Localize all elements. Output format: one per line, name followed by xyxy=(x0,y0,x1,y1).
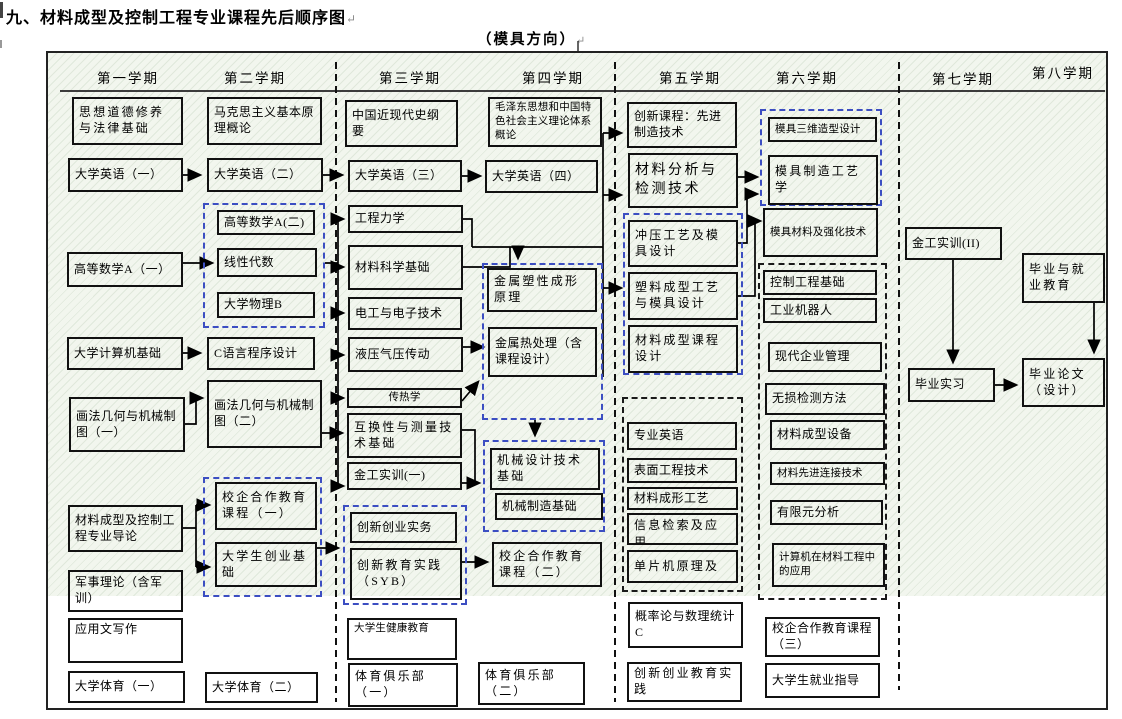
course-box: 材料成型设备 xyxy=(770,420,885,450)
paragraph-return-mark: ↵ xyxy=(346,12,358,26)
course-box: 专业英语 xyxy=(627,422,737,450)
course-box: 军事理论（含军训） xyxy=(68,570,183,612)
page-title: 九、材料成型及控制工程专业课程先后顺序图↵ xyxy=(6,10,358,27)
course-box: 材料分析与检测技术 xyxy=(628,153,738,208)
diagram-subtitle: （模具方向）↵ xyxy=(477,32,588,48)
course-box: 创新课程：先进制造技术 xyxy=(627,102,737,148)
course-box: 大学生创业基础 xyxy=(215,542,317,587)
course-box: 大学英语（二） xyxy=(207,158,323,192)
course-box: 应用文写作 xyxy=(68,618,183,663)
course-box: 大学英语（三） xyxy=(348,160,462,192)
course-box: 无损检测方法 xyxy=(765,383,885,415)
course-box: 信息检索及应用 xyxy=(627,513,738,545)
course-box: 金工实训(II) xyxy=(905,227,1002,260)
course-box: 模具制造工艺学 xyxy=(768,155,878,205)
course-box: 金工实训(一) xyxy=(347,462,462,490)
course-box: 大学体育（二） xyxy=(205,672,318,703)
course-box: 高等数学A(二) xyxy=(217,210,315,235)
semester-header: 第七学期 xyxy=(932,72,994,87)
course-box: 材料科学基础 xyxy=(348,245,463,290)
course-group-innovation xyxy=(343,505,467,605)
course-box: 材料成型及控制工程专业导论 xyxy=(68,505,183,552)
course-box: 校企合作教育课程（一） xyxy=(215,482,317,530)
course-box: 画法几何与机械制图（一） xyxy=(69,397,185,452)
course-group-math xyxy=(203,203,325,328)
course-group-electives-s5 xyxy=(622,397,743,592)
course-box: 单片机原理及 xyxy=(627,550,738,583)
course-box: 毛泽东思想和中国特色社会主义理论体系概论 xyxy=(488,97,602,147)
course-box: 毕业实习 xyxy=(908,368,995,402)
semester-header: 第八学期 xyxy=(1032,66,1094,81)
course-box: 创新创业实务 xyxy=(350,512,457,543)
course-box: 中国近现代史纲要 xyxy=(345,100,458,147)
course-box: 金属热处理（含课程设计） xyxy=(488,327,597,377)
course-box: 冲压工艺及模具设计 xyxy=(628,220,738,267)
course-box: 电工与电子技术 xyxy=(348,297,462,330)
course-box: 大学生健康教育 xyxy=(347,618,457,660)
course-box: 校企合作教育课程（二） xyxy=(492,542,602,587)
semester-header: 第一学期 xyxy=(97,71,159,86)
course-box: 大学英语（一） xyxy=(68,158,183,192)
course-box: 表面工程技术 xyxy=(627,458,737,483)
course-box: 大学体育（一） xyxy=(68,671,185,703)
course-box: 画法几何与机械制图（二） xyxy=(207,380,322,448)
course-box: 机械制造基础 xyxy=(495,493,603,520)
course-group-mechanical xyxy=(483,440,605,532)
course-box: 传热学 xyxy=(347,388,462,408)
course-box: 材料成形工艺 xyxy=(627,487,738,510)
course-box: 大学物理B xyxy=(217,292,315,318)
course-box: 塑料成型工艺与模具设计 xyxy=(628,272,738,320)
course-box: 马克思主义基本原理概论 xyxy=(207,97,322,145)
course-box: 体育俱乐部（二） xyxy=(478,662,585,705)
semester-header: 第三学期 xyxy=(379,71,441,86)
course-group-coop1 xyxy=(203,477,322,597)
course-box: 校企合作教育课程（三） xyxy=(765,617,880,657)
course-box: 互换性与测量技术基础 xyxy=(347,413,462,458)
course-box: 毕业论文（设计） xyxy=(1022,358,1105,407)
semester-header: 第四学期 xyxy=(522,71,584,86)
course-box: 创新教育实践（SYB） xyxy=(350,548,462,600)
diagram-border xyxy=(46,51,1108,710)
paragraph-return-mark: ↵ xyxy=(576,35,588,47)
course-box: 高等数学A（一） xyxy=(67,252,183,287)
course-box: 模具材料及强化技术 xyxy=(763,208,878,257)
course-box: 工程力学 xyxy=(348,205,463,233)
course-box: C语言程序设计 xyxy=(207,337,315,370)
semester-header: 第五学期 xyxy=(659,71,721,86)
course-box: 控制工程基础 xyxy=(763,270,877,295)
course-group-metal xyxy=(482,263,603,420)
course-box: 材料成型课程设计 xyxy=(628,325,738,373)
scan-edge-fragment xyxy=(0,2,3,18)
course-box: 大学计算机基础 xyxy=(67,337,183,370)
scan-edge-fragment xyxy=(0,40,2,48)
course-box: 机械设计技术基础 xyxy=(490,448,600,490)
course-box: 液压气压传动 xyxy=(348,337,463,372)
course-box: 金属塑性成形原理 xyxy=(487,268,597,312)
course-box: 思想道德修养与法律基础 xyxy=(72,97,183,145)
course-group-mold-mfg xyxy=(760,109,882,206)
course-box: 概率论与数理统计C xyxy=(628,602,743,648)
course-group-mold-design xyxy=(623,213,743,375)
course-box: 计算机在材料工程中的应用 xyxy=(772,543,885,587)
course-box: 现代企业管理 xyxy=(768,342,882,372)
course-group-electives-s6 xyxy=(758,263,887,600)
course-box: 工业机器人 xyxy=(763,298,877,323)
semester-header: 第二学期 xyxy=(224,71,286,86)
course-box: 大学生就业指导 xyxy=(765,663,880,698)
course-box: 体育俱乐部（一） xyxy=(348,663,458,707)
course-box: 模具三维造型设计 xyxy=(768,117,877,142)
semester-header: 第六学期 xyxy=(776,71,838,86)
course-box: 毕业与就业教育 xyxy=(1022,253,1105,303)
course-box: 材料先进连接技术 xyxy=(770,462,885,485)
course-box: 线性代数 xyxy=(217,248,317,277)
course-box: 大学英语（四） xyxy=(485,160,598,193)
course-box: 创新创业教育实践 xyxy=(627,662,742,702)
course-box: 有限元分析 xyxy=(770,500,883,525)
